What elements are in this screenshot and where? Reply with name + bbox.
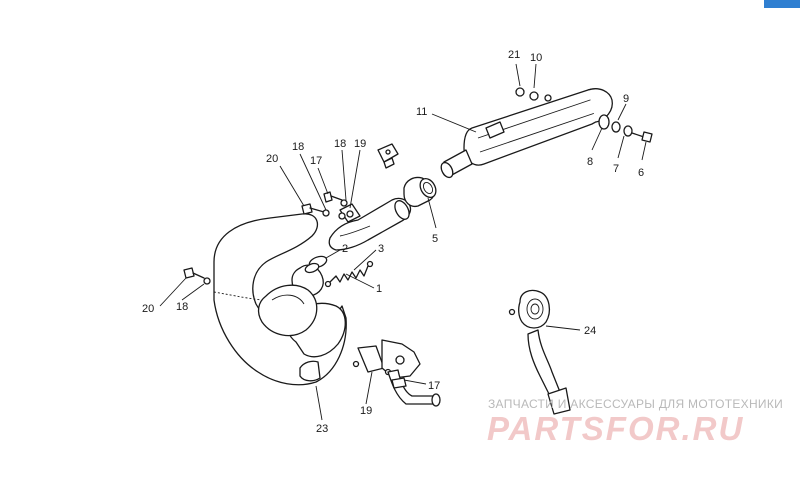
callout-23: 23 [316, 423, 328, 435]
silencer [440, 87, 613, 179]
gaskets-and-spring [304, 255, 374, 288]
callout-10: 10 [530, 52, 542, 64]
callout-5: 5 [432, 233, 438, 245]
corner-tab [764, 0, 800, 8]
callout-18-bottom: 18 [176, 301, 188, 313]
silencer-bolt-set [598, 114, 653, 143]
watermark-logo: PARTSFOR.RU [487, 410, 745, 447]
callout-19-top: 19 [354, 138, 366, 150]
callout-labels: 21 10 11 9 8 7 6 5 20 18 17 18 19 2 3 1 … [142, 49, 644, 435]
rubber-coupling [403, 176, 437, 208]
callout-2: 2 [342, 243, 348, 255]
bolts-top-left [301, 191, 348, 220]
callout-1: 1 [376, 283, 382, 295]
bracket-lower-right [352, 339, 441, 407]
bolts-lower-left [183, 267, 211, 285]
callout-17-top: 17 [310, 155, 322, 167]
callout-9: 9 [623, 93, 629, 105]
clamp-top [377, 143, 399, 169]
callout-20-top: 20 [266, 153, 278, 165]
callout-3: 3 [378, 243, 384, 255]
callout-21: 21 [508, 49, 520, 61]
expansion-chamber [213, 213, 347, 386]
watermark-tagline: ЗАПЧАСТИ И АКСЕССУАРЫ ДЛЯ МОТОТЕХНИКИ [488, 397, 784, 411]
callout-18-top-left: 18 [292, 141, 304, 153]
callout-19-bottom: 19 [360, 405, 372, 417]
callout-20-bottom: 20 [142, 303, 154, 315]
callout-8: 8 [587, 156, 593, 168]
callout-18-top-right: 18 [334, 138, 346, 150]
callout-7: 7 [613, 163, 619, 175]
callout-11: 11 [416, 106, 427, 118]
callout-24: 24 [584, 325, 596, 337]
callout-17-bottom: 17 [428, 380, 440, 392]
callout-6: 6 [638, 167, 644, 179]
leader-lines [159, 63, 647, 421]
exhaust-valve-assembly [508, 289, 571, 415]
